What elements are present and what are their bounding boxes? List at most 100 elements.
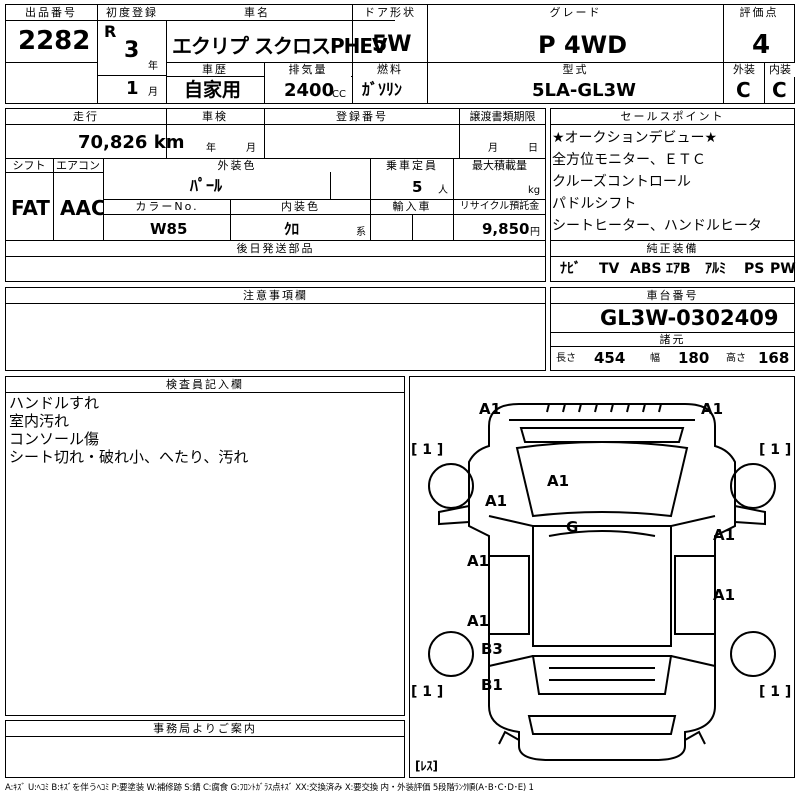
exterior-grade: C	[736, 78, 751, 102]
sales-points-label: セールスポイント	[551, 110, 794, 124]
registration-number-label: 登録番号	[265, 110, 459, 124]
door-type-label: ドア形状	[353, 6, 427, 20]
shift-value: FAT	[11, 196, 50, 220]
interior-label: 内装	[765, 63, 795, 77]
lot-value: 2282	[18, 26, 91, 56]
inspector-notes-box	[5, 376, 405, 716]
damage-mark: A1	[485, 492, 507, 510]
damage-mark: A1	[713, 526, 735, 544]
max-load-unit: kg	[528, 185, 541, 196]
sales-points-box	[550, 108, 795, 282]
era-value: R	[104, 22, 117, 41]
damage-mark: A1	[547, 472, 569, 490]
equipment-tv: TV	[599, 261, 620, 277]
aircon-label: エアコン	[54, 159, 102, 173]
history-label: 車歴	[167, 63, 263, 77]
equipment-abs: ABS	[630, 261, 662, 277]
exterior-color-label: 外装色	[104, 159, 370, 173]
later-shipment-parts-label: 後日発送部品	[6, 242, 545, 256]
inspector-note-line: コンソール傷	[9, 430, 100, 448]
inspector-note-line: 室内汚れ	[9, 412, 70, 430]
door-type-value: 5W	[372, 32, 412, 57]
office-info-label: 事務局よりご案内	[6, 722, 404, 736]
width-value: 180	[678, 349, 710, 367]
transfer-month-unit: 月	[488, 143, 498, 154]
tire-mark: [ 1 ]	[411, 684, 443, 700]
first-registration-label: 初度登録	[98, 6, 166, 20]
interior-grade: C	[772, 78, 787, 102]
sales-point-item: 全方位モニター、ＥＴＣ	[552, 152, 706, 168]
fuel-label: 燃料	[353, 63, 427, 77]
damage-mark: A1	[467, 552, 489, 570]
inspector-note-line: シート切れ・破れ小、へたり、汚れ	[9, 448, 249, 466]
inspection-month-unit: 月	[246, 143, 256, 154]
height-value: 168	[758, 349, 790, 367]
score-value: 4	[752, 30, 771, 60]
history-value: 自家用	[184, 79, 242, 101]
car-name-value: エクリプ スクロスPHEV	[172, 34, 387, 58]
month-unit: 月	[148, 87, 158, 98]
tire-mark: [ 1 ]	[759, 442, 791, 458]
damage-mark: A1	[479, 400, 501, 418]
equipment-airbag: ｴｱB	[666, 261, 691, 277]
damage-mark: G	[566, 518, 578, 536]
tire-mark: [ 1 ]	[411, 442, 443, 458]
exterior-color-value: ﾊﾟｰﾙ	[190, 176, 223, 195]
sales-point-item: ★オークションデビュー★	[552, 130, 718, 146]
transfer-day-unit: 日	[528, 143, 538, 154]
equipment-navi: ﾅﾋﾞ	[560, 261, 581, 277]
chassis-number-label: 車台番号	[551, 289, 794, 303]
damage-mark: B1	[481, 676, 503, 694]
damage-mark: A1	[701, 400, 723, 418]
displacement-value: 2400	[284, 80, 335, 101]
damage-mark: B3	[481, 640, 503, 658]
recycle-deposit-label: リサイクル預託金	[454, 200, 545, 214]
height-label: 高さ	[726, 353, 746, 364]
lot-label: 出品番号	[6, 6, 96, 20]
grade-value: P 4WD	[538, 31, 628, 59]
model-label: 型式	[428, 63, 723, 77]
recycle-deposit-unit: 円	[530, 227, 540, 238]
color-number-value: W85	[150, 220, 188, 238]
width-label: 幅	[650, 353, 660, 364]
transfer-deadline-label: 譲渡書類期限	[460, 110, 545, 124]
equipment-alloy: ｱﾙﾐ	[705, 261, 726, 277]
inspector-note-line: ハンドルすれ	[9, 394, 100, 412]
recycle-deposit-value: 9,850	[482, 220, 530, 238]
inspection-label: 車検	[167, 110, 263, 124]
year-value: 3	[124, 38, 140, 63]
equipment-ps: PS	[744, 261, 765, 277]
aircon-value: AAC	[60, 196, 106, 220]
standard-equipment-label: 純正装備	[551, 242, 794, 256]
header-section	[5, 4, 795, 104]
notes-label: 注意事項欄	[6, 289, 545, 303]
inspection-year-unit: 年	[206, 143, 216, 154]
legend-text: A:ｷｽﾞ U:ﾍｺﾐ B:ｷｽﾞを伴うﾍｺﾐ P:要塗装 W:補修跡 S:錆 …	[5, 783, 534, 793]
displacement-unit: CC	[332, 89, 346, 100]
spare-tire-mark: [ﾚｽ]	[415, 759, 438, 773]
length-label: 長さ	[556, 353, 576, 364]
tire-mark: [ 1 ]	[759, 684, 791, 700]
car-top-view-diagram: A1 A1 A1 A1 G A1 A1 A1 A1 B3 B1 [ 1 ] [ …	[411, 400, 791, 773]
color-number-label: カラーNo.	[104, 200, 230, 214]
year-unit: 年	[148, 61, 158, 72]
max-load-label: 最大積載量	[454, 159, 545, 173]
inspector-notes-label: 検査員記入欄	[6, 378, 404, 392]
interior-color-label: 内装色	[231, 200, 370, 214]
sales-point-item: クルーズコントロール	[552, 174, 691, 190]
import-label: 輸入車	[371, 200, 453, 214]
interior-color-value: ｸﾛ	[284, 220, 300, 238]
exterior-label: 外装	[724, 63, 764, 77]
chassis-number-value: GL3W-0302409	[600, 306, 779, 330]
mileage-value: 70,826 km	[78, 132, 185, 153]
damage-mark: A1	[713, 586, 735, 604]
office-info-box	[5, 720, 405, 778]
vehicle-details-section	[5, 108, 546, 282]
capacity-value: 5	[412, 178, 423, 196]
dimensions-label: 諸元	[551, 333, 794, 347]
interior-color-unit: 系	[356, 227, 366, 238]
capacity-label: 乗車定員	[371, 159, 453, 173]
displacement-label: 排気量	[265, 63, 351, 77]
score-label: 評価点	[724, 6, 794, 20]
fuel-value: ｶﾞｿﾘﾝ	[362, 80, 403, 99]
